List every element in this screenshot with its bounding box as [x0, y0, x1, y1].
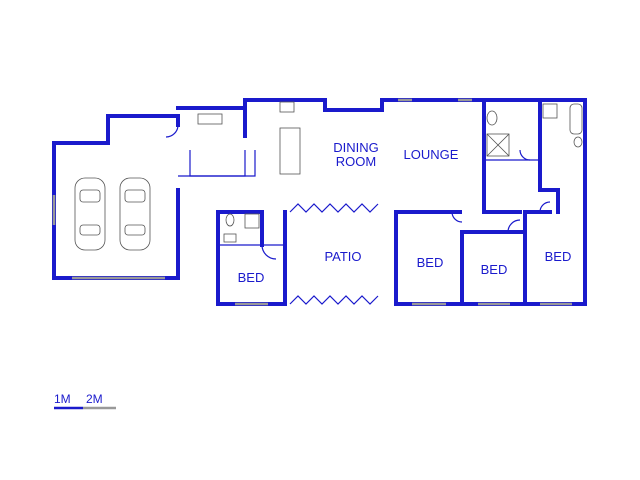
bathroom-fixtures — [223, 103, 583, 243]
toilet-icon-3 — [225, 213, 235, 227]
shower-icon-3 — [244, 213, 260, 229]
label-patio: PATIO — [324, 249, 361, 264]
basin-icon — [223, 233, 237, 243]
label-dining-1: DINING — [333, 140, 379, 155]
label-dining-2: ROOM — [336, 154, 376, 169]
bath-icon — [569, 103, 583, 135]
toilet-icon — [486, 110, 498, 126]
scale-bar: 1M 2M — [54, 392, 116, 410]
label-bed-1: BED — [417, 255, 444, 270]
scale-label-2m: 2M — [86, 392, 103, 406]
shower-icon — [486, 133, 510, 157]
label-bed-small: BED — [238, 270, 265, 285]
windows — [235, 98, 572, 306]
room-labels: DINING ROOM LOUNGE PATIO BED BED BED BED — [238, 140, 572, 285]
stove-icon — [279, 101, 295, 113]
scale-label-1m: 1M — [54, 392, 71, 406]
label-bed-2: BED — [481, 262, 508, 277]
garage — [52, 114, 180, 280]
kitchen — [176, 98, 327, 177]
shower-icon-2 — [542, 103, 558, 119]
doors — [165, 124, 551, 260]
car-left — [74, 177, 106, 251]
kitchen-sink-icon — [197, 113, 223, 125]
car-right — [119, 177, 151, 251]
patio-doors — [289, 203, 379, 305]
label-lounge: LOUNGE — [404, 147, 459, 162]
toilet-icon-2 — [573, 136, 583, 148]
label-bed-3: BED — [545, 249, 572, 264]
kitchen-island — [279, 127, 301, 175]
